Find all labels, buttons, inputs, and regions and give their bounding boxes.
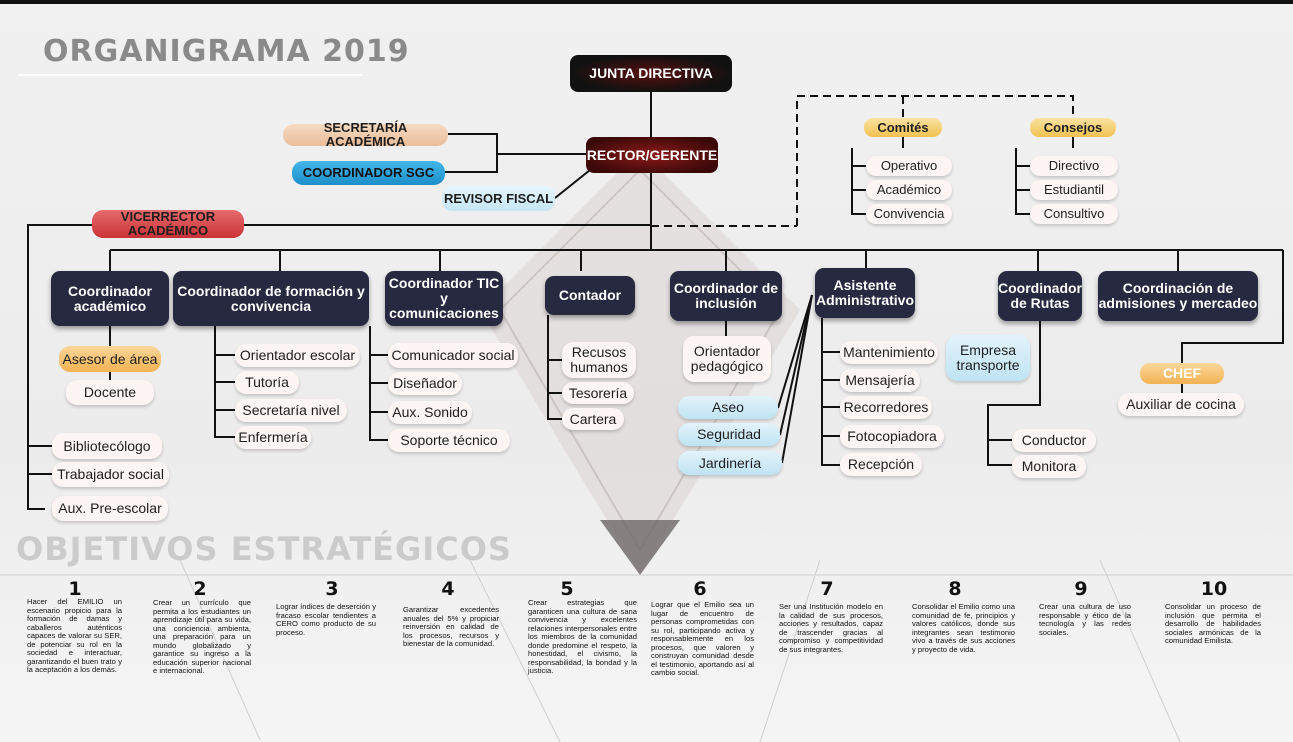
- secretaria-academica-box: SECRETARÍA ACADÉMICA: [283, 121, 448, 148]
- auxiliar-cocina-box: Auxiliar de cocina: [1118, 393, 1244, 416]
- rector-gerente-box: RECTOR/GERENTE: [586, 137, 718, 173]
- page-title: ORGANIGRAMA 2019: [43, 34, 410, 69]
- objective-text-2: Crear un currículo que permita a los est…: [153, 598, 251, 675]
- objective-text-4: Garantizar excedentes anuales del 5% y p…: [403, 605, 499, 648]
- recursos-humanos-box: Recusos humanos: [562, 342, 636, 378]
- objective-text-3: Lograr índices de deserción y fracaso es…: [276, 602, 376, 637]
- junta-directiva-box: JUNTA DIRECTIVA: [570, 55, 732, 92]
- comites-box: Comités: [864, 118, 942, 137]
- objective-number-10: 10: [1200, 578, 1228, 600]
- recepcion-box: Recepción: [840, 453, 922, 476]
- aux-sonido-box: Aux. Sonido: [388, 401, 472, 424]
- objective-number-8: 8: [948, 578, 962, 600]
- seguridad-box: Seguridad: [678, 423, 780, 446]
- consejo-consultivo: Consultivo: [1030, 204, 1118, 224]
- mantenimiento-box: Mantenimiento: [840, 341, 938, 364]
- asistente-administrativo-box: Asistente Administrativo: [815, 268, 915, 318]
- recorredores-box: Recorredores: [840, 396, 932, 419]
- fotocopiadora-box: Fotocopiadora: [840, 425, 944, 448]
- soporte-tecnico-box: Soporte técnico: [388, 429, 510, 452]
- coord-rutas-box: Coordinador de Rutas: [998, 271, 1082, 321]
- coord-admisiones-box: Coordinación de admisiones y mercadeo: [1098, 271, 1258, 321]
- top-border: [0, 0, 1293, 4]
- objective-number-4: 4: [441, 578, 455, 600]
- docente-box: Docente: [66, 380, 154, 405]
- coord-academico-box: Coordinador académico: [51, 271, 169, 326]
- coord-inclusion-box: Coordinador de inclusión: [670, 271, 782, 321]
- consejo-estudiantil: Estudiantil: [1030, 180, 1118, 200]
- objective-number-9: 9: [1074, 578, 1088, 600]
- consejo-directivo: Directivo: [1030, 156, 1118, 176]
- jardineria-box: Jardinería: [678, 451, 782, 475]
- secretaria-nivel-box: Secretaría nivel: [235, 399, 347, 422]
- contador-box: Contador: [545, 276, 635, 315]
- asesor-de-area-box: Asesor de área: [59, 346, 161, 372]
- coord-tic-box: Coordinador TIC y comunicaciones: [385, 271, 503, 326]
- coordinador-sgc-box: COORDINADOR SGC: [292, 161, 445, 185]
- aseo-box: Aseo: [678, 396, 778, 419]
- objective-text-5: Crear estrategias que garanticen una cul…: [528, 598, 637, 675]
- bibliotecologo-box: Bibliotecólogo: [52, 433, 162, 459]
- empresa-transporte-box: Empresa transporte: [946, 335, 1030, 381]
- mensajeria-box: Mensajería: [840, 369, 920, 392]
- objectives-title: OBJETIVOS ESTRATÉGICOS: [16, 530, 512, 568]
- tesoreria-box: Tesorería: [562, 382, 634, 404]
- disenador-box: Diseñador: [388, 372, 462, 395]
- objective-text-8: Consolidar el Emilio como una comunidad …: [912, 602, 1015, 654]
- comite-operativo: Operativo: [866, 156, 952, 176]
- cartera-box: Cartera: [562, 408, 624, 430]
- monitora-box: Monitora: [1012, 455, 1086, 478]
- trabajador-social-box: Trabajador social: [52, 462, 169, 487]
- comunicador-social-box: Comunicador social: [388, 343, 518, 368]
- objective-number-1: 1: [68, 578, 82, 600]
- objective-text-6: Lograr que el Emilio sea un lugar de enc…: [651, 600, 754, 677]
- objective-number-2: 2: [193, 578, 207, 600]
- objective-text-10: Consolidar un proceso de inclusión que p…: [1165, 602, 1261, 645]
- objective-text-7: Ser una Institución modelo en la calidad…: [779, 602, 883, 654]
- orientador-escolar-box: Orientador escolar: [235, 344, 360, 367]
- tutoria-box: Tutoría: [235, 371, 299, 394]
- objective-number-3: 3: [325, 578, 339, 600]
- aux-preescolar-box: Aux. Pre-escolar: [52, 496, 168, 521]
- objective-text-9: Crear una cultura de uso responsable y é…: [1039, 602, 1131, 637]
- comite-convivencia: Convivencia: [866, 204, 952, 224]
- enfermeria-box: Enfermería: [235, 426, 311, 449]
- orientador-pedagogico-box: Orientador pedagógico: [683, 336, 771, 382]
- consejos-box: Consejos: [1030, 118, 1116, 137]
- coord-formacion-box: Coordinador de formación y convivencia: [173, 271, 369, 326]
- revisor-fiscal-box: REVISOR FISCAL: [442, 186, 555, 211]
- objective-number-6: 6: [693, 578, 707, 600]
- vicerrector-academico-box: VICERRECTOR ACADÉMICO: [92, 210, 244, 238]
- comite-academico: Académico: [866, 180, 952, 200]
- chef-box: CHEF: [1140, 363, 1224, 384]
- objective-text-1: Hacer del EMILIO un escenario propicio p…: [27, 597, 122, 674]
- objective-number-7: 7: [820, 578, 834, 600]
- conductor-box: Conductor: [1012, 429, 1096, 452]
- objective-number-5: 5: [560, 578, 574, 600]
